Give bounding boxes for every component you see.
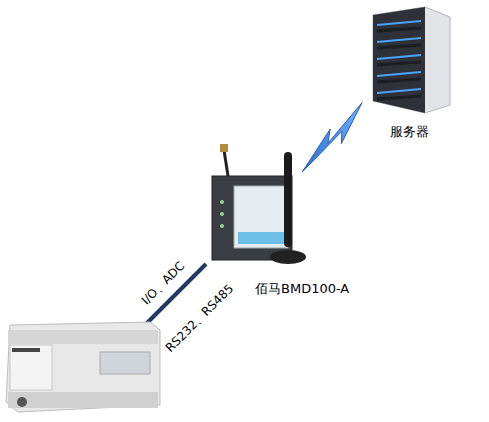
wireless-bolt — [302, 103, 362, 172]
server-light — [377, 72, 421, 76]
node-art — [365, 5, 455, 110]
bolt-shape — [302, 103, 362, 172]
server-case — [373, 7, 450, 113]
server-light — [377, 55, 421, 59]
signal-label: I/O、ADC — [138, 258, 189, 309]
server-light — [377, 21, 421, 25]
server-slot — [377, 96, 421, 99]
node-label: 佰马BMD100-A — [255, 280, 349, 298]
plc-terminal-strip — [8, 392, 158, 408]
plc-connector — [17, 397, 27, 407]
server-slot — [377, 45, 421, 48]
server-light — [377, 38, 421, 42]
device-panel — [234, 186, 288, 248]
plc-terminal-strip — [8, 330, 158, 344]
device-node: 佰马BMD100-A — [210, 172, 305, 267]
node-label: 服务器 — [390, 123, 429, 141]
server-slot — [377, 79, 421, 82]
plc-panel — [10, 345, 52, 390]
node-art — [210, 172, 305, 267]
plc-led-panel — [100, 352, 150, 374]
status-led — [220, 200, 224, 204]
server-light — [377, 89, 421, 93]
antenna-cable — [224, 150, 228, 176]
rubber-antenna — [284, 152, 292, 247]
server-node: 服务器 — [365, 5, 455, 110]
status-led — [220, 224, 224, 228]
antenna-base — [270, 250, 306, 264]
antenna-connector — [220, 144, 228, 152]
server-slot — [377, 28, 421, 31]
device-label-strip — [238, 232, 284, 244]
plc-badge — [12, 348, 40, 352]
server-front — [373, 7, 425, 113]
device-body — [212, 176, 292, 260]
status-led — [220, 212, 224, 216]
signal-label: RS232、RS485 — [162, 280, 237, 355]
server-slot — [377, 62, 421, 65]
plc-unit — [6, 322, 160, 412]
